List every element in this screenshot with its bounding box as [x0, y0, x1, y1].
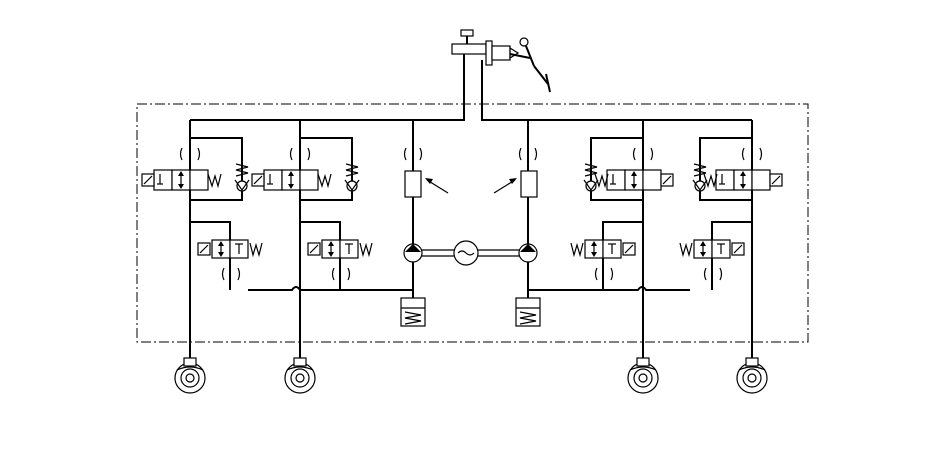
orifice-icon: [518, 147, 538, 161]
check-valve-icon: [583, 163, 599, 192]
inlet-valve-icon: [703, 169, 783, 191]
damper-icon: [493, 170, 538, 198]
brake-pedal-icon: [509, 37, 551, 93]
wheel-channel-1: [141, 120, 263, 362]
master-cylinder-icon: [451, 29, 520, 66]
check-valve-icon: [692, 163, 708, 192]
wheel-channel-3: [570, 120, 674, 362]
check-valve-icon: [234, 163, 250, 192]
inlet-valve-icon: [594, 169, 674, 191]
pump-icon: [518, 243, 538, 263]
motor-icon: [453, 240, 479, 266]
wheel-brake-icon: [174, 357, 206, 394]
modulator-boundary: [136, 103, 809, 343]
return-line-left: [248, 286, 413, 291]
outlet-valve-icon: [679, 239, 745, 259]
accumulator-icon: [515, 297, 541, 327]
circuit-1-supply: [190, 54, 465, 121]
wheel-channel-2: [251, 120, 373, 362]
inlet-valve-icon: [141, 169, 222, 191]
pump-section: [400, 120, 541, 327]
outlet-valve-icon: [197, 239, 263, 259]
return-line-right: [528, 286, 690, 291]
pump-icon: [403, 243, 423, 263]
circuit-2-supply: [481, 60, 752, 121]
check-valve-icon: [344, 163, 360, 192]
wheel-channel-4: [679, 120, 783, 362]
outlet-valve-icon: [307, 239, 373, 259]
wheel-brake-icon: [627, 357, 659, 394]
wheel-brake-icon: [736, 357, 768, 394]
damper-icon: [404, 170, 449, 198]
inlet-valve-icon: [251, 169, 332, 191]
outlet-valve-icon: [570, 239, 636, 259]
orifice-icon: [403, 147, 423, 161]
wheel-brake-icon: [284, 357, 316, 394]
accumulator-icon: [400, 297, 426, 327]
